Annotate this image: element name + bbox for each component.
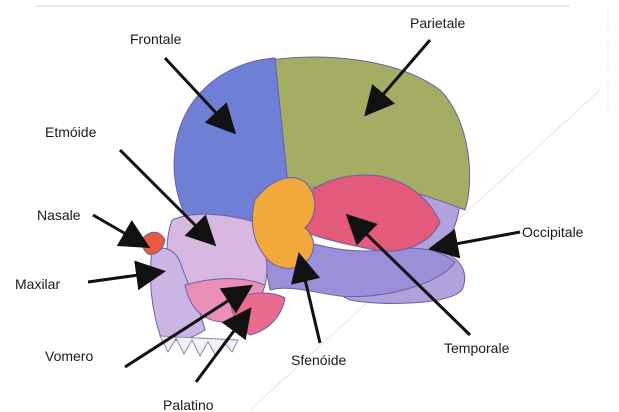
label-nasale: Nasale bbox=[37, 207, 81, 223]
label-temporale: Temporale bbox=[444, 340, 510, 356]
label-occipitale: Occipitale bbox=[522, 224, 584, 240]
label-sfenoide: Sfenóide bbox=[291, 352, 346, 368]
arrow-nasale bbox=[93, 215, 145, 245]
label-maxilar: Maxilar bbox=[15, 276, 60, 292]
label-palatino: Palatino bbox=[163, 397, 214, 412]
arrow-maxilar bbox=[88, 272, 160, 282]
palatine-bone bbox=[230, 293, 285, 335]
label-frontale: Frontale bbox=[130, 31, 182, 47]
skull-bones bbox=[142, 57, 469, 356]
label-vomero: Vomero bbox=[45, 348, 93, 364]
label-etmoide: Etmóide bbox=[45, 124, 97, 140]
label-parietale: Parietale bbox=[410, 15, 465, 31]
